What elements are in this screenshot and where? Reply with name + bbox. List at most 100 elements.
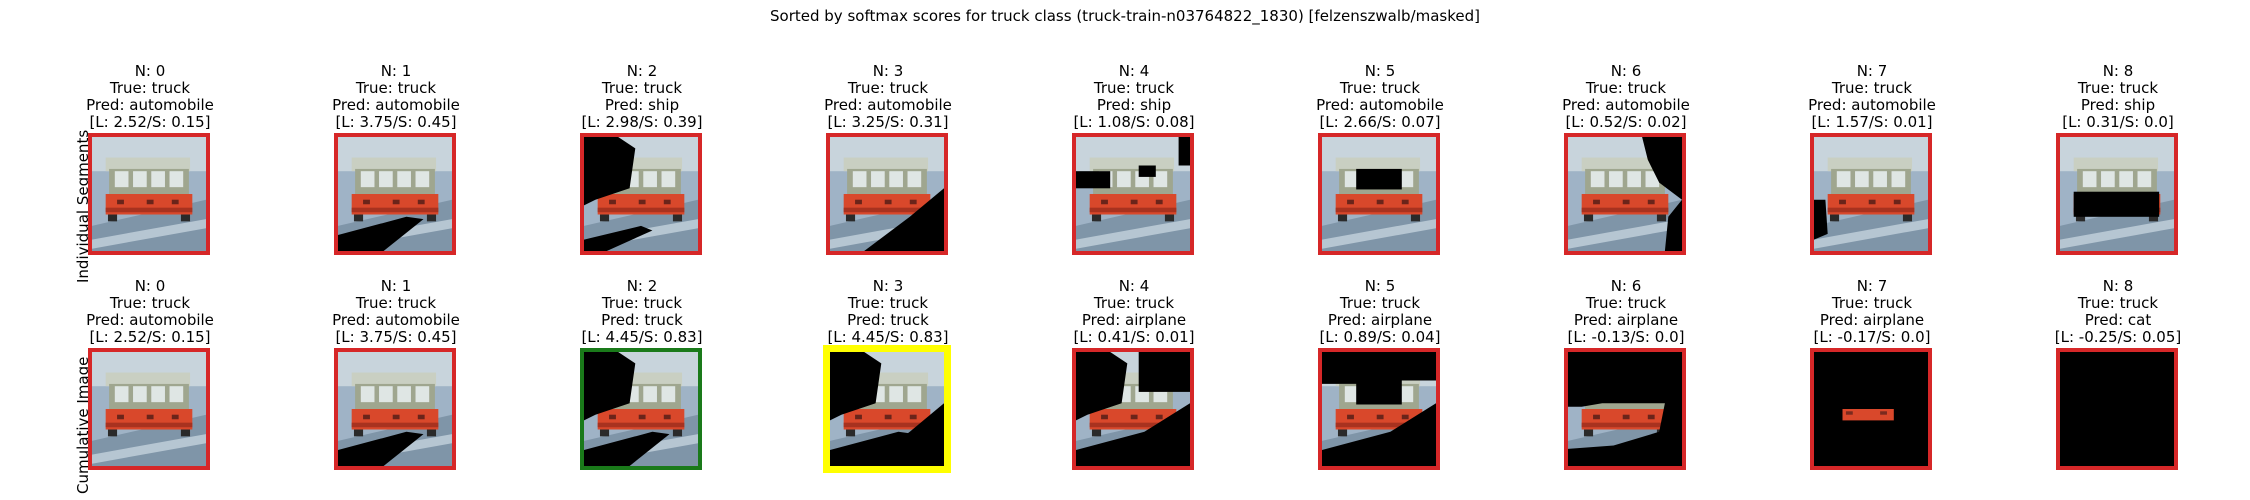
panel-title-true: True: truck xyxy=(1093,294,1175,312)
segment-image xyxy=(1564,133,1686,255)
panel-title-true: True: truck xyxy=(2077,79,2159,97)
segment-image xyxy=(1564,348,1686,470)
panel-title-n: N: 7 xyxy=(1856,62,1888,80)
panel-title-scores: [L: 0.41/S: 0.01] xyxy=(1073,328,1195,346)
segment-image xyxy=(823,345,951,473)
panel-title-pred: Pred: automobile xyxy=(332,311,460,329)
panel-title-n: N: 5 xyxy=(1364,277,1396,295)
segment-image xyxy=(1810,348,1932,470)
panel-title-n: N: 6 xyxy=(1610,62,1642,80)
panel-title-n: N: 2 xyxy=(626,277,658,295)
panel-title-scores: [L: -0.17/S: 0.0] xyxy=(1813,328,1931,346)
panel-title-scores: [L: 2.52/S: 0.15] xyxy=(89,113,211,131)
panel-title-n: N: 8 xyxy=(2102,62,2134,80)
panel-title-scores: [L: -0.25/S: 0.05] xyxy=(2054,328,2182,346)
segment-image xyxy=(1318,133,1440,255)
panel-title-true: True: truck xyxy=(847,294,929,312)
segment-image xyxy=(826,133,948,255)
panel-title-true: True: truck xyxy=(1339,79,1421,97)
panel-title-true: True: truck xyxy=(355,79,437,97)
figure-title: Sorted by softmax scores for truck class… xyxy=(770,7,1480,25)
panel-title-pred: Pred: truck xyxy=(601,311,683,329)
segment-image xyxy=(1072,348,1194,470)
segment-image xyxy=(1810,133,1932,255)
panel-title-n: N: 0 xyxy=(134,277,166,295)
panel-title-pred: Pred: airplane xyxy=(1819,311,1925,329)
segment-image xyxy=(1072,133,1194,255)
panel-title-n: N: 1 xyxy=(380,277,412,295)
panel-title-n: N: 3 xyxy=(872,277,904,295)
panel-title-true: True: truck xyxy=(1585,294,1667,312)
panel-title-scores: [L: 3.25/S: 0.31] xyxy=(827,113,949,131)
panel-title-pred: Pred: airplane xyxy=(1081,311,1187,329)
panel-title-true: True: truck xyxy=(2077,294,2159,312)
segment-image xyxy=(2056,348,2178,470)
panel-title-true: True: truck xyxy=(1831,79,1913,97)
panel-title-n: N: 3 xyxy=(872,62,904,80)
panel-title-scores: [L: -0.13/S: 0.0] xyxy=(1567,328,1685,346)
panel-title-true: True: truck xyxy=(109,79,191,97)
panel-title-n: N: 0 xyxy=(134,62,166,80)
panel-title-scores: [L: 3.75/S: 0.45] xyxy=(335,328,457,346)
panel-title-scores: [L: 2.66/S: 0.07] xyxy=(1319,113,1441,131)
panel-title-pred: Pred: automobile xyxy=(1808,96,1936,114)
panel-title-scores: [L: 0.31/S: 0.0] xyxy=(2062,113,2174,131)
panel-title-pred: Pred: automobile xyxy=(1316,96,1444,114)
panel-title-pred: Pred: automobile xyxy=(1562,96,1690,114)
panel-title-scores: [L: 1.08/S: 0.08] xyxy=(1073,113,1195,131)
panel-title-scores: [L: 0.52/S: 0.02] xyxy=(1565,113,1687,131)
segment-image xyxy=(88,133,210,255)
segment-image xyxy=(334,348,456,470)
panel-title-true: True: truck xyxy=(1339,294,1421,312)
panel-title-pred: Pred: automobile xyxy=(332,96,460,114)
panel-title-true: True: truck xyxy=(601,294,683,312)
panel-title-n: N: 2 xyxy=(626,62,658,80)
panel-title-true: True: truck xyxy=(1831,294,1913,312)
panel-title-scores: [L: 4.45/S: 0.83] xyxy=(581,328,703,346)
panel-title-true: True: truck xyxy=(1093,79,1175,97)
segment-image xyxy=(580,133,702,255)
panel-title-n: N: 6 xyxy=(1610,277,1642,295)
panel-title-scores: [L: 2.98/S: 0.39] xyxy=(581,113,703,131)
panel-title-n: N: 4 xyxy=(1118,277,1150,295)
panel-title-pred: Pred: ship xyxy=(2080,96,2156,114)
panel-title-pred: Pred: truck xyxy=(847,311,929,329)
panel-title-pred: Pred: cat xyxy=(2084,311,2152,329)
segment-image xyxy=(1318,348,1440,470)
panel-title-scores: [L: 3.75/S: 0.45] xyxy=(335,113,457,131)
panel-title-n: N: 7 xyxy=(1856,277,1888,295)
segment-image xyxy=(334,133,456,255)
panel-title-scores: [L: 4.45/S: 0.83] xyxy=(827,328,949,346)
panel-title-n: N: 5 xyxy=(1364,62,1396,80)
